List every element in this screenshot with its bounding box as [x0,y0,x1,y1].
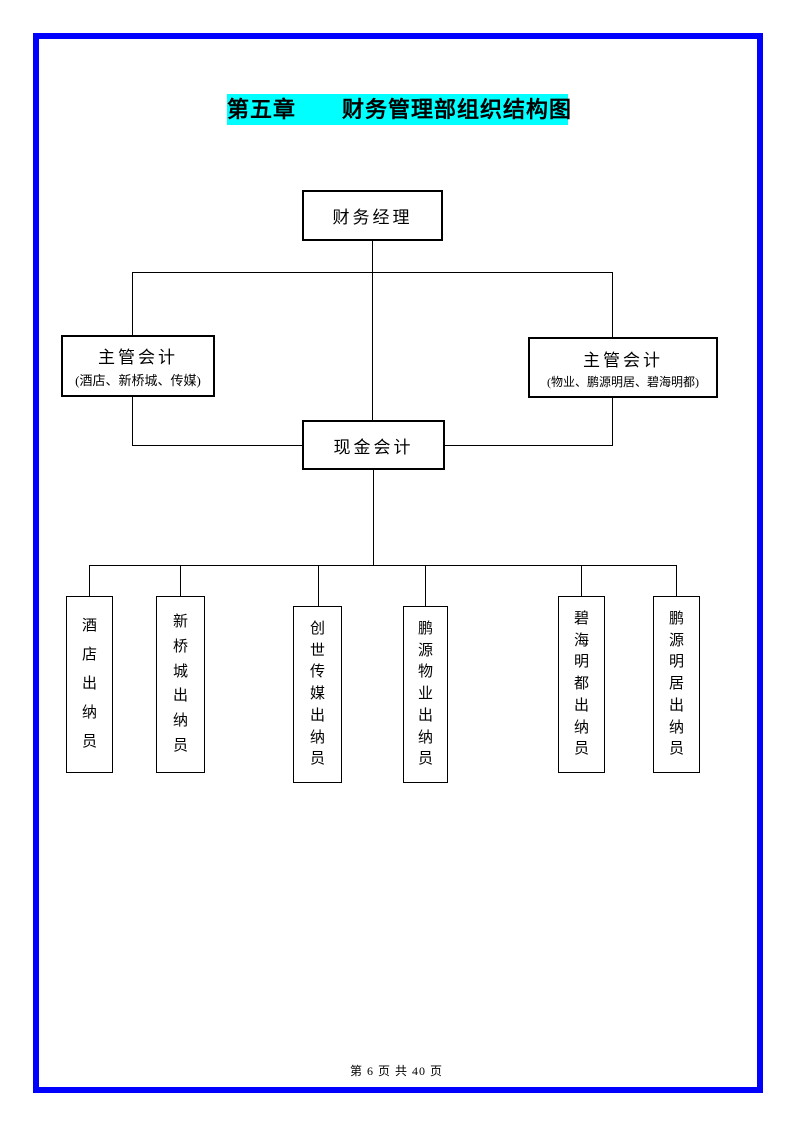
connector-right-supervisor-drop [612,272,613,337]
page-footer: 第 6 页 共 40 页 [349,1064,443,1078]
connector-cash-down [373,470,374,565]
connector-stub-cashier-1 [89,565,90,596]
connector-right-to-cash [445,445,612,446]
connector-stub-cashier-6 [676,565,677,596]
node-cashier-hotel: 酒店出纳员 [66,596,113,773]
node-cashier-bihaimingdu: 碧海明都出纳员 [558,596,605,773]
node-label: 主管会计 [98,348,178,367]
node-label: 主管会计 [583,350,663,370]
page-title: 第五章 财务管理部组织结构图 [227,94,571,125]
node-scope-label: (酒店、新桥城、传媒) [75,373,201,388]
node-label: 现金会计 [333,437,414,457]
connector-left-supervisor-drop [132,272,133,335]
connector-stub-cashier-4 [425,565,426,606]
node-cashier-xinqiaocheng: 新桥城出纳员 [156,596,205,773]
node-cashier-pengyuanmingju: 鹏源明居出纳员 [653,596,700,773]
connector-stub-cashier-3 [318,565,319,606]
node-label: 财务经理 [332,208,413,227]
connector-top-horizontal [132,272,613,273]
node-cash-accountant: 现金会计 [302,420,445,470]
connector-stub-cashier-5 [581,565,582,596]
connector-root-to-cash [372,241,373,420]
node-scope-label: (物业、鹏源明居、碧海明都) [547,374,699,389]
node-cashier-pengyuan-property: 鹏源物业出纳员 [403,606,448,783]
node-supervisor-left: 主管会计 (酒店、新桥城、传媒) [61,335,215,397]
connector-right-supervisor-down [612,398,613,446]
node-supervisor-right: 主管会计 (物业、鹏源明居、碧海明都) [528,337,718,398]
connector-left-supervisor-down [132,397,133,446]
connector-stub-cashier-2 [180,565,181,596]
node-cashier-chuangshi-media: 创世传媒出纳员 [293,606,342,783]
connector-left-to-cash [132,445,302,446]
page-border [33,33,763,1093]
connector-bottom-horizontal [89,565,677,566]
node-finance-manager: 财务经理 [302,190,443,241]
